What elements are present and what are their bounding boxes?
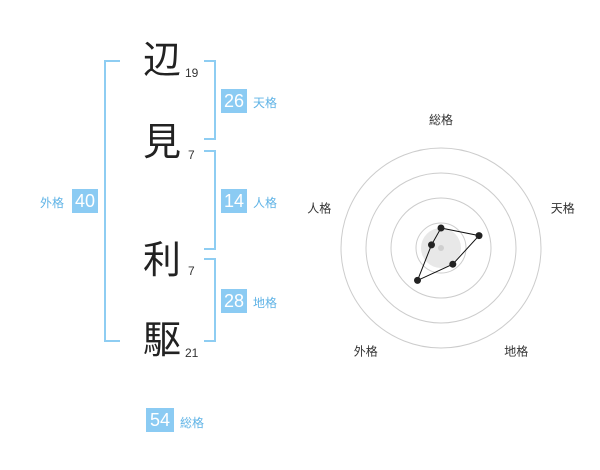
jinkaku-bracket — [204, 150, 216, 250]
gaikaku-bracket — [104, 60, 120, 342]
name-char-4: 駆 — [143, 318, 182, 362]
gaikaku-label: 外格 — [40, 196, 65, 210]
name-char-3: 利 — [143, 238, 182, 282]
radar-rings — [340, 147, 542, 349]
radar-ring — [340, 147, 542, 349]
chikaku-score: 28 — [221, 289, 247, 313]
stroke-count-1: 19 — [185, 66, 199, 80]
soukaku-score: 54 — [146, 408, 174, 432]
name-char-2: 見 — [143, 120, 182, 164]
jinkaku-label: 人格 — [253, 196, 278, 210]
radar-ring — [415, 222, 467, 274]
stroke-count-2: 7 — [188, 148, 195, 162]
tenkaku-bracket — [204, 60, 216, 140]
stroke-count-4: 21 — [185, 346, 199, 360]
radar-point — [475, 232, 483, 240]
radar-point — [449, 260, 457, 268]
radar-ring — [390, 197, 492, 299]
radar-axis-label: 天格 — [551, 200, 575, 215]
radar-point — [437, 224, 445, 232]
radar-axis-label: 総格 — [429, 112, 453, 127]
radar-ring — [365, 172, 517, 324]
radar-point — [428, 241, 435, 249]
tenkaku-score: 26 — [221, 89, 247, 113]
jinkaku-score: 14 — [221, 189, 247, 213]
stroke-count-3: 7 — [188, 264, 195, 278]
chikaku-bracket — [204, 258, 216, 342]
radar-center-dot — [438, 245, 444, 251]
radar-axis-label: 人格 — [307, 200, 331, 215]
radar-axis-label: 地格 — [504, 344, 528, 359]
name-char-1: 辺 — [143, 38, 182, 82]
radar-points — [414, 224, 483, 284]
gaikaku-score: 40 — [72, 189, 98, 213]
radar-point — [414, 276, 421, 284]
soukaku-label: 総格 — [180, 416, 205, 430]
radar-axis-label: 外格 — [354, 344, 378, 359]
chikaku-label: 地格 — [253, 296, 278, 310]
tenkaku-label: 天格 — [253, 96, 278, 110]
